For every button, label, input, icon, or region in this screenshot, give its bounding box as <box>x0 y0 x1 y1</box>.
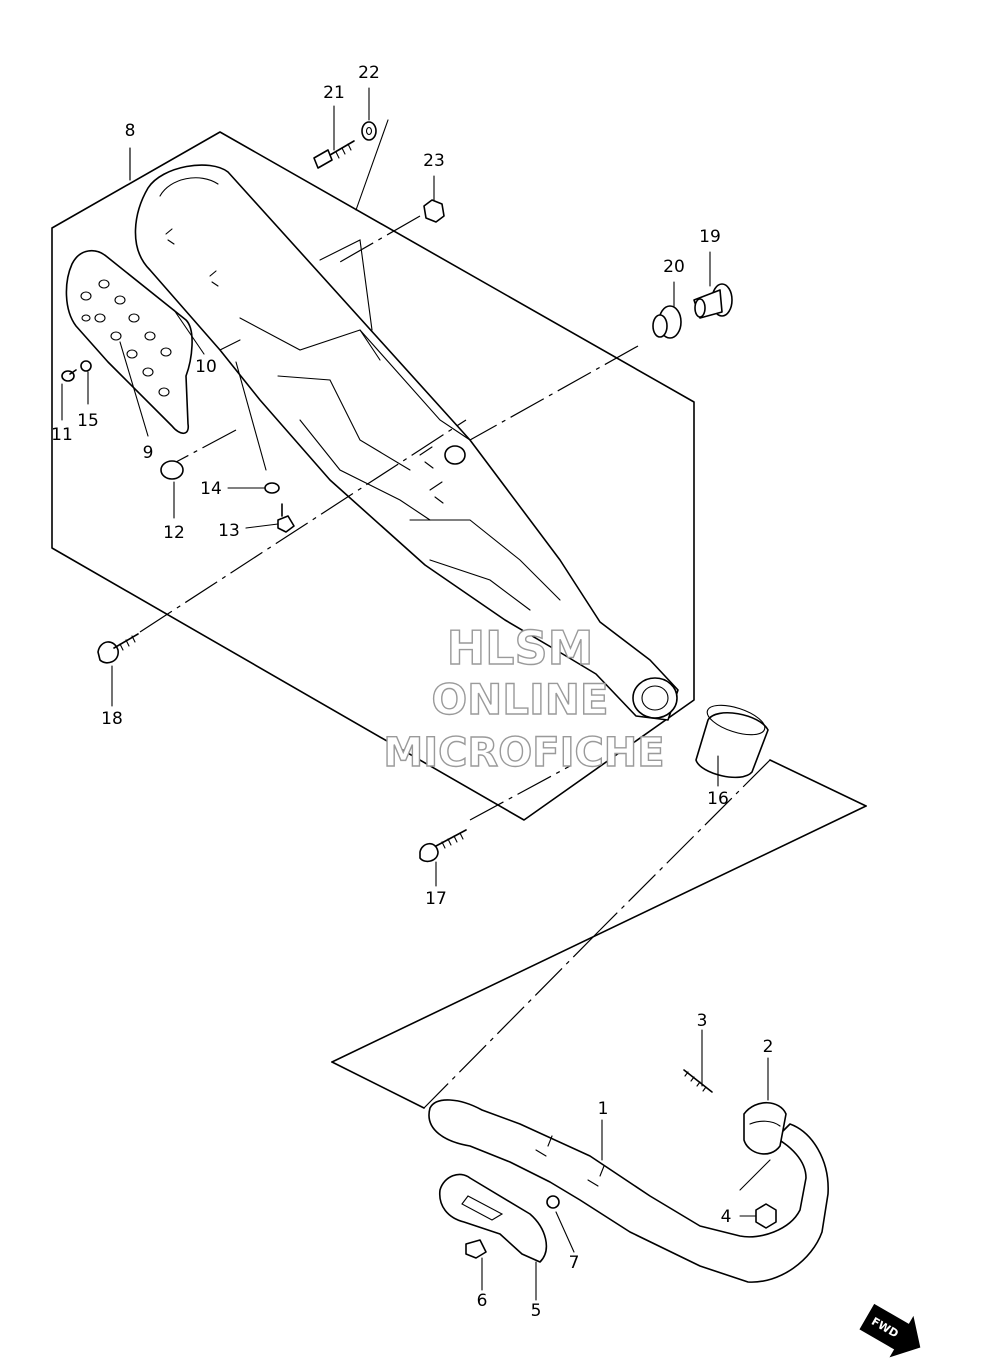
callout-22: 22 <box>358 63 380 83</box>
callout-20: 20 <box>663 257 685 277</box>
bushing-19 <box>693 283 733 319</box>
callout-17: 17 <box>425 889 447 909</box>
pipe-assembly-frame <box>331 759 867 1109</box>
callout-5: 5 <box>531 1301 542 1321</box>
callout-18: 18 <box>101 709 123 729</box>
bolt-18 <box>97 633 139 664</box>
nut-4 <box>755 1203 777 1229</box>
callout-8: 8 <box>125 121 136 141</box>
heat-guard <box>65 249 193 435</box>
callout-9: 9 <box>143 443 154 463</box>
callout-16: 16 <box>707 789 729 809</box>
callout-2: 2 <box>763 1037 774 1057</box>
callout-1: 1 <box>598 1099 609 1119</box>
callout-19: 19 <box>699 227 721 247</box>
washer-14 <box>264 482 280 494</box>
callout-11: 11 <box>51 425 73 445</box>
alignment-lines <box>139 215 771 1109</box>
callout-14: 14 <box>200 479 222 499</box>
grommet-20 <box>652 305 682 339</box>
nut-23 <box>423 199 445 223</box>
leader-lines <box>61 87 771 1301</box>
callout-21: 21 <box>323 83 345 103</box>
callout-23: 23 <box>423 151 445 171</box>
washer-15 <box>80 360 92 372</box>
forward-arrow-icon: FWD <box>859 1303 921 1358</box>
bolt-17 <box>419 829 467 863</box>
gasket-7 <box>546 1195 560 1209</box>
callout-3: 3 <box>697 1011 708 1031</box>
callout-4: 4 <box>721 1207 732 1227</box>
exhaust-pipe <box>428 1099 829 1283</box>
washer-22 <box>361 121 377 141</box>
callout-6: 6 <box>477 1291 488 1311</box>
bolt-13 <box>277 503 295 533</box>
pipe-flange-2 <box>743 1101 787 1155</box>
callout-13: 13 <box>218 521 240 541</box>
watermark-line-3: MICROFICHE <box>383 730 664 776</box>
sleeve-16 <box>695 704 769 779</box>
screw-11 <box>61 369 77 382</box>
stud-3 <box>683 1069 713 1093</box>
muffler-body <box>134 164 679 721</box>
callout-15: 15 <box>77 411 99 431</box>
washer-12 <box>160 460 184 480</box>
pipe-protector-5 <box>439 1173 548 1263</box>
callout-labels: 1 2 3 4 5 6 7 8 9 10 11 12 13 14 15 16 1… <box>51 63 773 1321</box>
callout-10: 10 <box>195 357 217 377</box>
callout-7: 7 <box>569 1253 580 1273</box>
bolt-6 <box>465 1239 487 1259</box>
watermark-line-1: HLSM <box>447 621 594 675</box>
watermark: HLSM ONLINE MICROFICHE <box>383 620 666 776</box>
bolt-21 <box>313 140 355 169</box>
callout-12: 12 <box>163 523 185 543</box>
watermark-line-2: ONLINE <box>431 675 608 724</box>
